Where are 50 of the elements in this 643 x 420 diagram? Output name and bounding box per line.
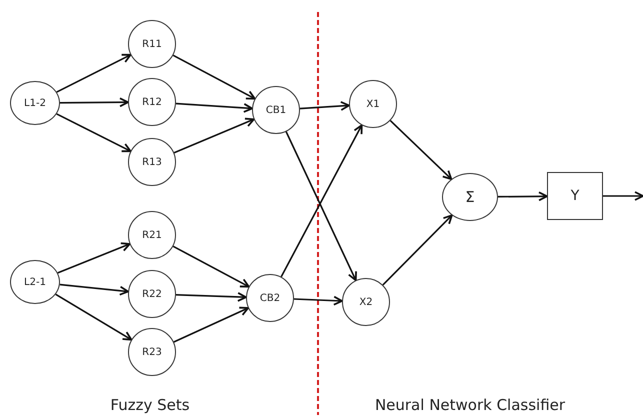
- arrow: [60, 284, 130, 296]
- arrow: [498, 191, 548, 202]
- output-box: [547, 172, 603, 220]
- node-label: R23: [142, 346, 162, 358]
- arrow: [294, 296, 343, 306]
- arrow: [56, 113, 132, 152]
- arrow: [172, 54, 256, 100]
- node-circle: [128, 211, 176, 259]
- node-label: R11: [142, 38, 162, 50]
- node-circle: [442, 173, 498, 221]
- arrow: [174, 118, 255, 154]
- arrow: [603, 191, 643, 201]
- node-label: CB1: [266, 104, 286, 116]
- node-label: CB2: [260, 292, 280, 304]
- node-circle: [10, 81, 60, 125]
- node-label: Y: [570, 188, 580, 204]
- arrow: [174, 306, 250, 343]
- node-label: L2-1: [24, 276, 46, 288]
- node-circle: [342, 278, 390, 326]
- arrow: [285, 131, 357, 282]
- section-label: Fuzzy Sets: [110, 396, 190, 414]
- node-circle: [246, 274, 294, 322]
- node-circle: [128, 78, 176, 126]
- node-label: X2: [359, 296, 373, 308]
- node-circle: [128, 328, 176, 376]
- arrow: [300, 101, 350, 111]
- node-label: R13: [142, 156, 162, 168]
- node-label: R21: [142, 230, 162, 240]
- arrow: [176, 292, 247, 302]
- node-circle: [128, 20, 176, 68]
- node-circle: [252, 86, 300, 134]
- arrow: [60, 97, 129, 108]
- arrow: [390, 120, 452, 180]
- arrow: [176, 102, 253, 113]
- node-circle: [10, 260, 60, 304]
- node-label: X1: [366, 98, 380, 110]
- node-label: L1-2: [24, 98, 46, 108]
- arrow: [56, 54, 132, 93]
- arrow: [55, 294, 132, 341]
- node-label: R12: [142, 96, 162, 108]
- node-circle: [128, 270, 176, 318]
- arrow: [172, 246, 250, 288]
- node-circle: [349, 80, 397, 128]
- node-circle: [128, 138, 176, 186]
- arrow: [57, 242, 131, 274]
- section-label: Neural Network Classifier: [374, 396, 566, 414]
- arrow: [382, 214, 453, 286]
- node-label: Σ: [465, 188, 475, 206]
- arrow: [280, 124, 363, 278]
- node-label: R22: [142, 288, 162, 300]
